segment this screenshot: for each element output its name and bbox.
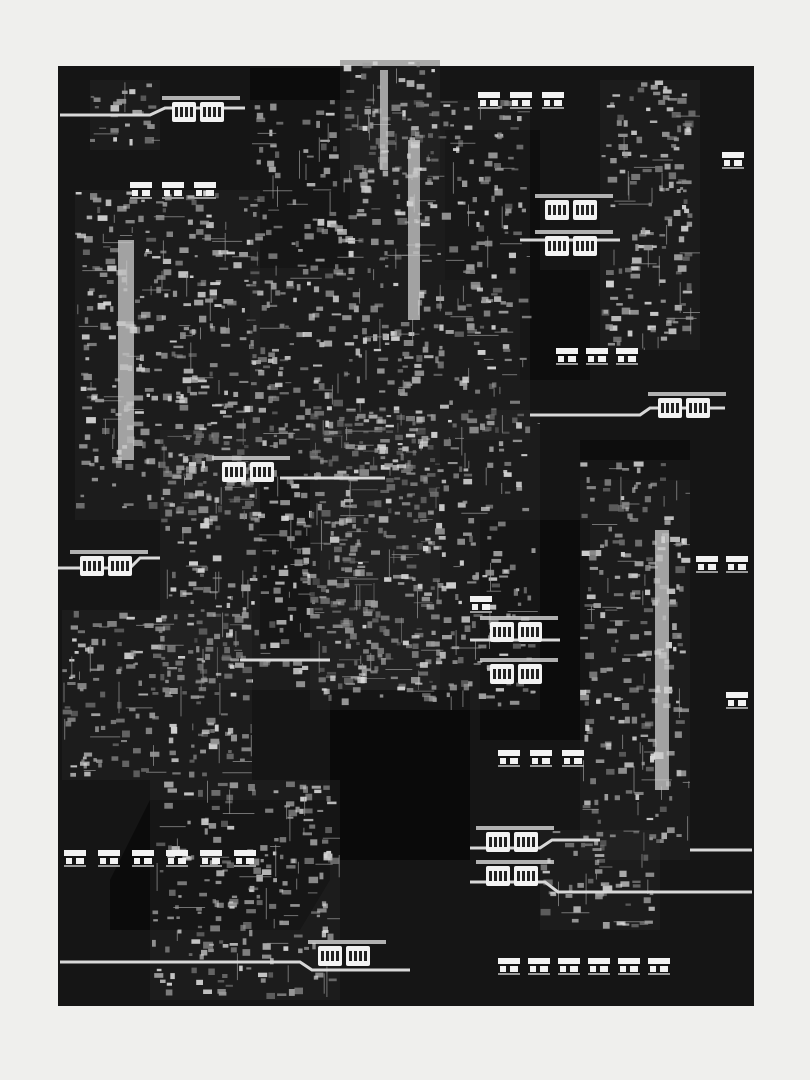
chip-cluster bbox=[476, 826, 554, 852]
pad-pair bbox=[556, 348, 578, 365]
pad-pair bbox=[98, 850, 120, 867]
pad-pair bbox=[64, 850, 86, 867]
circuit-block bbox=[580, 460, 691, 860]
pad-pair bbox=[648, 958, 670, 975]
pad-pair bbox=[616, 348, 638, 365]
bus-bar bbox=[655, 530, 669, 790]
chip-cluster bbox=[70, 550, 148, 576]
pad-pair bbox=[478, 92, 500, 109]
chip-clusters bbox=[70, 96, 726, 966]
circuit-block bbox=[600, 80, 700, 350]
circuit-block bbox=[160, 430, 440, 690]
pad-pair bbox=[542, 92, 564, 109]
pad-pair bbox=[562, 750, 584, 767]
pad-pair bbox=[498, 958, 520, 975]
circuit-block bbox=[150, 780, 340, 1000]
chip-cluster bbox=[648, 392, 726, 418]
pad-pair bbox=[498, 750, 520, 767]
chip-cluster bbox=[308, 940, 386, 966]
pad-rows bbox=[64, 92, 748, 975]
bus-bar bbox=[380, 70, 388, 170]
pad-pair bbox=[510, 92, 532, 109]
chip-cluster bbox=[162, 96, 240, 122]
pad-pair bbox=[722, 152, 744, 169]
pad-pair bbox=[726, 692, 748, 709]
pad-pair bbox=[530, 750, 552, 767]
chip-cluster bbox=[476, 860, 554, 886]
bus-bar bbox=[118, 240, 134, 460]
pad-pair bbox=[618, 958, 640, 975]
chip-cluster bbox=[535, 194, 613, 220]
circuit-block bbox=[540, 830, 660, 930]
pad-pair bbox=[696, 556, 718, 573]
pad-pair bbox=[586, 348, 608, 365]
pad-pair bbox=[470, 596, 492, 613]
chip-cluster bbox=[480, 658, 558, 684]
circuit-trace bbox=[60, 960, 410, 972]
circuit-block bbox=[340, 60, 440, 180]
pad-pair bbox=[130, 182, 152, 199]
circuit-block bbox=[62, 610, 252, 780]
pad-pair bbox=[166, 850, 188, 867]
pad-pair bbox=[132, 850, 154, 867]
pad-pair bbox=[588, 958, 610, 975]
circuit-blocks bbox=[62, 60, 700, 1000]
pad-pair bbox=[200, 850, 222, 867]
chip-cluster bbox=[212, 456, 290, 482]
pad-pair bbox=[234, 850, 256, 867]
pad-pair bbox=[558, 958, 580, 975]
pad-pair bbox=[726, 556, 748, 573]
chip-cluster bbox=[480, 616, 558, 642]
pad-pair bbox=[528, 958, 550, 975]
pad-pair bbox=[162, 182, 184, 199]
bus-bar bbox=[408, 140, 420, 320]
pad-pair bbox=[194, 182, 216, 199]
chip-cluster bbox=[535, 230, 613, 256]
